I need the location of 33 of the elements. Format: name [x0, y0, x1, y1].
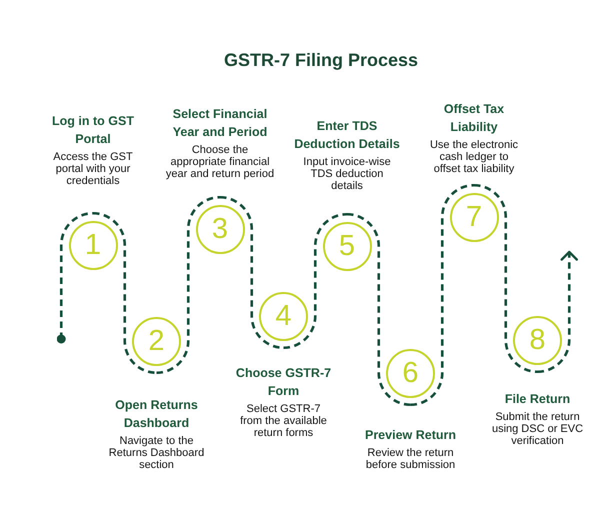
step-heading: Log in to GST Portal — [51, 113, 135, 148]
dashed-connector — [346, 212, 411, 406]
step-heading: Open Returns Dashboard — [114, 397, 199, 432]
step-description: Review the return before submission — [366, 447, 456, 471]
step-circle: 6 — [386, 348, 435, 398]
step-description: Select GSTR-7 from the available return forms — [239, 403, 328, 439]
dashed-connector — [56, 212, 94, 344]
step-heading: Enter TDS Deduction Details — [294, 118, 400, 153]
step-circle: 1 — [68, 220, 118, 270]
step-description: Navigate to the Returns Dashboard section — [108, 435, 204, 471]
step-circle: 3 — [196, 204, 244, 254]
dashed-arrow — [537, 250, 578, 374]
step-heading: Offset Tax Liability — [442, 101, 506, 136]
dashed-connector — [474, 184, 538, 374]
step-description: Access the GST portal with your credentials — [52, 151, 134, 187]
step-circle: 4 — [259, 292, 308, 340]
step-heading: Select Financial Year and Period — [172, 106, 268, 141]
step-heading: Preview Return — [364, 427, 457, 444]
step-description: Choose the appropriate financial year and return period — [164, 144, 276, 180]
step-circle: 5 — [322, 222, 372, 270]
step-description: Input invoice-wise TDS deduction details — [302, 156, 392, 192]
dashed-connector — [92, 212, 157, 374]
step-heading: File Return — [504, 391, 572, 408]
step-description: Submit the return using DSC or EVC verification — [491, 411, 584, 447]
step-description: Use the electronic cash ledger to offset tax liability — [428, 139, 520, 175]
dashed-connector — [410, 184, 474, 406]
step-circle: 7 — [450, 192, 498, 242]
step-circle: 2 — [132, 316, 181, 366]
diagram-title: GSTR-7 Filing Process — [224, 49, 418, 71]
dashed-connector — [156, 196, 220, 374]
step-heading: Choose GSTR-7 Form — [234, 365, 332, 400]
step-circle: 8 — [513, 316, 562, 364]
dashed-connector — [283, 212, 348, 350]
